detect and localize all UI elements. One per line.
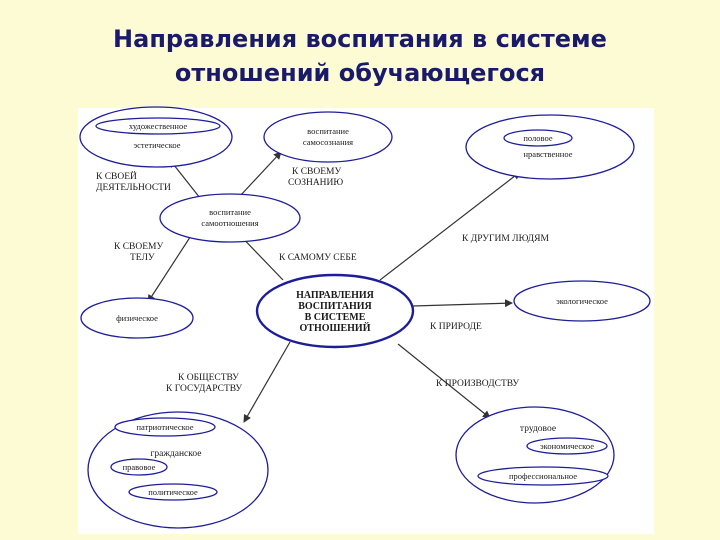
edge-to-body-2: ТЕЛУ: [130, 253, 155, 263]
aesthetic-ellipse: [79, 106, 233, 168]
self-relation-label-1: воспитание: [209, 207, 251, 217]
civic-patriotic-label: патриотическое: [137, 422, 194, 432]
civic-label: гражданское: [151, 449, 202, 459]
title-line-1: Направления воспитания в системе: [113, 25, 607, 53]
center-label-2: ВОСПИТАНИЯ: [298, 301, 372, 312]
aesthetic-label: эстетическое: [133, 140, 180, 150]
labor-economic-label: экономическое: [540, 441, 594, 451]
labor-label: трудовое: [520, 424, 556, 434]
self-awareness-ellipse: [263, 111, 393, 163]
center-ellipse: [255, 273, 415, 349]
civic-ellipse: [87, 411, 269, 529]
moral-ellipse: [465, 114, 635, 180]
self-relation-label-2: самоотношения: [201, 218, 258, 228]
edge-to-self: К САМОМУ СЕБЕ: [279, 253, 357, 263]
physical-ellipse: [80, 297, 194, 339]
arrow-to-body: [147, 227, 197, 303]
edge-to-people: К ДРУГИМ ЛЮДЯМ: [462, 234, 549, 244]
page-title: Направления воспитания в системе отношен…: [0, 22, 720, 90]
civic-political-ellipse: [128, 483, 218, 501]
labor-professional-ellipse: [477, 466, 609, 486]
civic-legal-ellipse: [110, 458, 168, 476]
self-awareness-label-1: воспитание: [307, 126, 349, 136]
edge-to-society-1: К ОБЩЕСТВУ: [178, 373, 239, 383]
center-label-4: ОТНОШЕНИЙ: [300, 322, 371, 334]
edge-to-nature: К ПРИРОДЕ: [430, 322, 482, 332]
labor-economic-ellipse: [526, 437, 608, 455]
edge-to-production: К ПРОИЗВОДСТВУ: [436, 379, 519, 389]
arrow-to-nature: [412, 299, 513, 308]
moral-inner-ellipse: [503, 129, 573, 147]
civic-legal-label: правовое: [123, 462, 156, 472]
edge-to-activity-1: К СВОЕЙ: [96, 170, 137, 182]
arrow-to-production: [397, 343, 491, 419]
arrow-to-consciousness: [239, 151, 282, 197]
moral-label: нравственное: [524, 149, 573, 159]
ecological-ellipse: [513, 280, 651, 322]
moral-inner-label: половое: [523, 133, 552, 143]
edge-to-consciousness-1: К СВОЕМУ: [292, 167, 341, 177]
physical-label: физическое: [116, 313, 158, 323]
center-label-3: В СИСТЕМЕ: [305, 312, 366, 323]
labor-ellipse: [455, 406, 615, 504]
edge-to-activity-2: ДЕЯТЕЛЬНОСТИ: [96, 183, 171, 193]
civic-patriotic-ellipse: [114, 417, 216, 437]
arrow-to-people: [379, 171, 521, 281]
center-label-1: НАПРАВЛЕНИЯ: [296, 290, 375, 301]
ecological-label: экологическое: [556, 296, 608, 306]
edge-to-society-2: К ГОСУДАРСТВУ: [166, 384, 242, 394]
labor-professional-label: профессиональное: [509, 471, 577, 481]
edge-to-consciousness-2: СОЗНАНИЮ: [288, 178, 343, 188]
aesthetic-inner-label: художественное: [129, 121, 187, 131]
civic-political-label: политическое: [148, 487, 198, 497]
arrow-to-society: [243, 341, 291, 423]
aesthetic-inner-ellipse: [95, 117, 221, 135]
edge-to-body-1: К СВОЕМУ: [114, 242, 163, 252]
self-awareness-label-2: самосознания: [303, 137, 353, 147]
title-line-2: отношений обучающегося: [174, 59, 546, 87]
self-relation-ellipse: [159, 193, 301, 243]
